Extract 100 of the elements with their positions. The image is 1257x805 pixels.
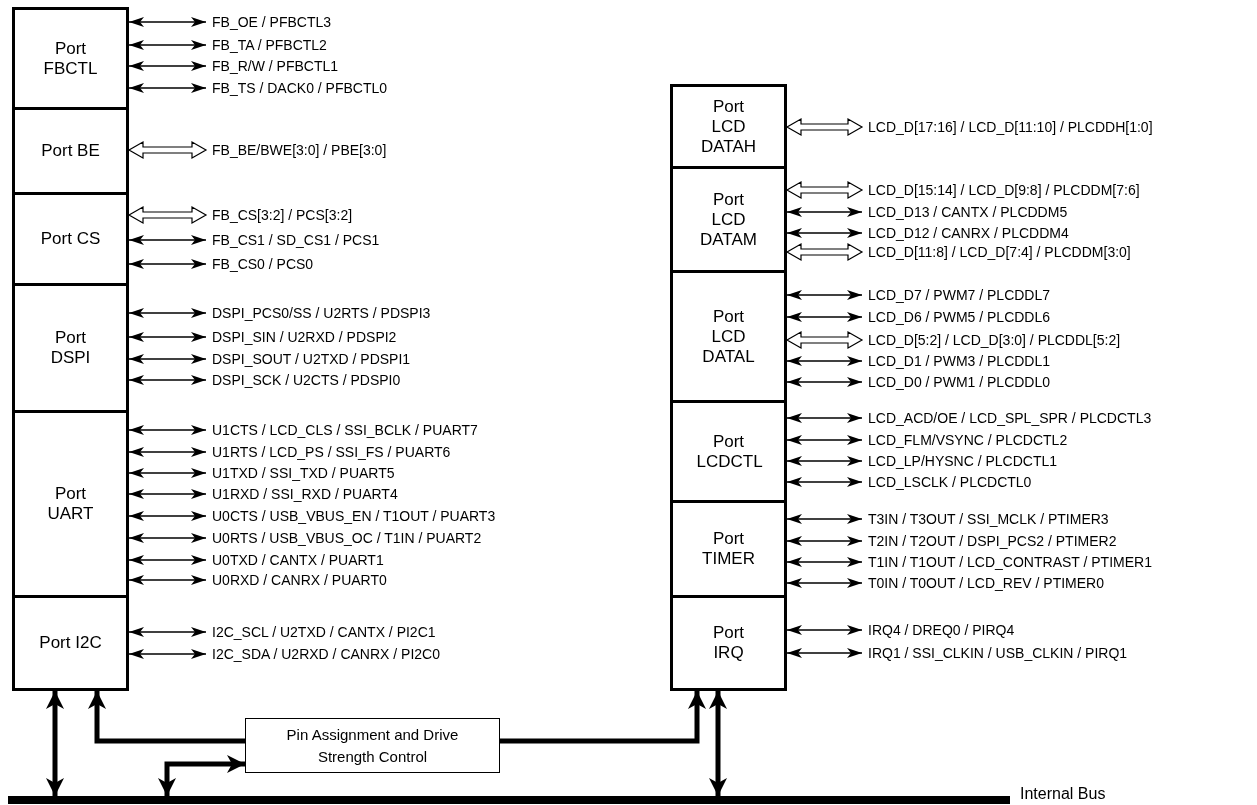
signal-label: FB_CS1 / SD_CS1 / PCS1 [212,231,380,249]
arrow [786,413,863,423]
arrow [128,17,207,27]
thick-arrow [709,691,727,796]
arrow [128,40,207,50]
signal-label: FB_R/W / PFBCTL1 [212,57,339,75]
port-box: Port LCD DATAH [670,84,787,169]
port-box: Port LCD DATAL [670,270,787,403]
signal-label: LCD_D[15:14] / LCD_D[9:8] / PLCDDM[7:6] [868,181,1140,199]
arrow [128,375,207,385]
arrow [786,228,863,238]
signal-label: FB_OE / PFBCTL3 [212,13,332,31]
signal-label: FB_CS[3:2] / PCS[3:2] [212,206,353,224]
arrow [128,332,207,342]
bus-arrow [127,140,208,160]
thick-arrow [46,691,64,796]
port-box: Port FBCTL [12,7,129,110]
arrow [128,61,207,71]
arrow [786,356,863,366]
port-box: Port CS [12,192,129,286]
bus-arrow [785,242,864,262]
arrow [128,575,207,585]
arrow [128,83,207,93]
process-box: Pin Assignment and Drive Strength Control [245,718,500,773]
port-box: Port BE [12,107,129,195]
arrow [128,555,207,565]
signal-label: U0RXD / CANRX / PUART0 [212,571,387,589]
arrow [786,625,863,635]
signal-label: LCD_D12 / CANRX / PLCDDM4 [868,224,1069,242]
arrow [786,536,863,546]
bus-arrow [785,180,864,200]
bus-arrow [127,205,208,225]
signal-label: FB_BE/BWE[3:0] / PBE[3:0] [212,141,387,159]
arrow [786,557,863,567]
arrow [786,377,863,387]
arrow [786,207,863,217]
signal-label: LCD_D[17:16] / LCD_D[11:10] / PLCDDH[1:0] [868,118,1153,136]
port-box: Port I2C [12,595,129,691]
arrow [128,259,207,269]
signal-label: IRQ1 / SSI_CLKIN / USB_CLKIN / PIRQ1 [868,644,1128,662]
thick-arrow [88,691,245,744]
signal-label: T1IN / T1OUT / LCD_CONTRAST / PTIMER1 [868,553,1152,571]
bus-label: Internal Bus [1020,784,1106,804]
signal-label: FB_TA / PFBCTL2 [212,36,327,54]
thick-arrow [158,755,245,796]
bus-arrow [785,330,864,350]
arrow [786,578,863,588]
arrow [128,425,207,435]
signal-label: LCD_D1 / PWM3 / PLCDDL1 [868,352,1051,370]
port-box: Port LCDCTL [670,400,787,503]
signal-label: FB_CS0 / PCS0 [212,255,314,273]
arrow [128,533,207,543]
signal-label: I2C_SCL / U2TXD / CANTX / PI2C1 [212,623,436,641]
signal-label: IRQ4 / DREQ0 / PIRQ4 [868,621,1015,639]
signal-label: LCD_ACD/OE / LCD_SPL_SPR / PLCDCTL3 [868,409,1152,427]
port-box: Port DSPI [12,283,129,413]
arrow [128,468,207,478]
signal-label: LCD_D6 / PWM5 / PLCDDL6 [868,308,1051,326]
signal-label: U1RTS / LCD_PS / SSI_FS / PUART6 [212,443,451,461]
signal-label: DSPI_SCK / U2CTS / PDSPI0 [212,371,401,389]
signal-label: U1RXD / SSI_RXD / PUART4 [212,485,398,503]
signal-label: DSPI_PCS0/SS / U2RTS / PDSPI3 [212,304,431,322]
port-box: Port LCD DATAM [670,166,787,273]
arrow [128,447,207,457]
signal-label: U1TXD / SSI_TXD / PUART5 [212,464,395,482]
signal-label: T3IN / T3OUT / SSI_MCLK / PTIMER3 [868,510,1109,528]
signal-label: U1CTS / LCD_CLS / SSI_BCLK / PUART7 [212,421,478,439]
signal-label: LCD_LP/HYSNC / PLCDCTL1 [868,452,1058,470]
signal-label: LCD_D[11:8] / LCD_D[7:4] / PLCDDM[3:0] [868,243,1131,261]
arrow [786,435,863,445]
signal-label: FB_TS / DACK0 / PFBCTL0 [212,79,388,97]
arrow [786,648,863,658]
signal-label: DSPI_SIN / U2RXD / PDSPI2 [212,328,397,346]
signal-label: LCD_D0 / PWM1 / PLCDDL0 [868,373,1051,391]
arrow [128,235,207,245]
arrow [786,312,863,322]
signal-label: U0TXD / CANTX / PUART1 [212,551,384,569]
arrow [128,489,207,499]
signal-label: LCD_LSCLK / PLCDCTL0 [868,473,1032,491]
signal-label: LCD_D[5:2] / LCD_D[3:0] / PLCDDL[5:2] [868,331,1121,349]
port-box: Port UART [12,410,129,598]
bus-bar [8,796,1010,804]
arrow [786,456,863,466]
arrow [786,514,863,524]
port-box: Port TIMER [670,500,787,598]
signal-label: T2IN / T2OUT / DSPI_PCS2 / PTIMER2 [868,532,1117,550]
signal-label: U0RTS / USB_VBUS_OC / T1IN / PUART2 [212,529,482,547]
signal-label: DSPI_SOUT / U2TXD / PDSPI1 [212,350,411,368]
arrow [128,649,207,659]
signal-label: U0CTS / USB_VBUS_EN / T1OUT / PUART3 [212,507,496,525]
port-box: Port IRQ [670,595,787,691]
arrow [786,477,863,487]
signal-label: T0IN / T0OUT / LCD_REV / PTIMER0 [868,574,1104,592]
signal-label: LCD_FLM/VSYNC / PLCDCTL2 [868,431,1068,449]
thick-arrow [500,691,706,744]
arrow [128,627,207,637]
signal-label: LCD_D7 / PWM7 / PLCDDL7 [868,286,1051,304]
arrow [128,308,207,318]
arrow [128,354,207,364]
bus-arrow [785,117,864,137]
